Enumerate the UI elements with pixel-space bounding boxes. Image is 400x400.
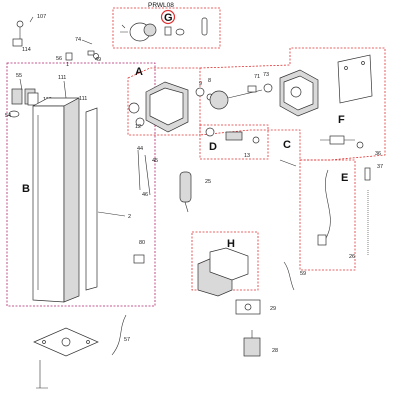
group-h-box bbox=[191, 231, 259, 291]
part-cabinet bbox=[32, 97, 80, 303]
group-g-label: G bbox=[164, 12, 173, 24]
part-switch bbox=[235, 299, 261, 315]
part-spring bbox=[364, 167, 371, 255]
callout-59: 59 bbox=[300, 271, 306, 277]
part-ground-cable bbox=[111, 314, 127, 356]
group-b-box bbox=[6, 62, 156, 307]
callout-36: 36 bbox=[375, 151, 381, 157]
group-f-label: F bbox=[338, 114, 345, 126]
group-d-box bbox=[199, 124, 269, 160]
part-base-plate bbox=[33, 327, 99, 389]
group-a-label: A bbox=[135, 66, 143, 78]
callout-12: 12 bbox=[135, 124, 141, 130]
part-control-box bbox=[197, 247, 249, 297]
callout-13: 13 bbox=[244, 153, 250, 159]
group-g-box bbox=[112, 7, 221, 49]
group-g-highlight bbox=[160, 9, 176, 25]
callout-55: 55 bbox=[16, 73, 22, 79]
part-door-panel bbox=[85, 107, 98, 291]
callout-45: 45 bbox=[152, 158, 158, 164]
callout-111-a: 111 bbox=[58, 75, 66, 81]
part-cable bbox=[283, 261, 295, 291]
callout-37: 37 bbox=[377, 164, 383, 170]
part-brackets bbox=[8, 88, 39, 118]
part-linkage bbox=[320, 135, 364, 149]
callout-71: 71 bbox=[254, 74, 260, 80]
part-cover-plate bbox=[337, 54, 373, 104]
part-pin bbox=[279, 159, 297, 167]
callout-26: 26 bbox=[349, 254, 355, 260]
callout-49: 49 bbox=[95, 57, 101, 63]
part-disc-cam bbox=[120, 17, 208, 42]
group-d-label: D bbox=[209, 141, 217, 153]
callout-111-b: 111 bbox=[79, 96, 87, 102]
callout-8: 8 bbox=[208, 78, 211, 84]
part-motor-housing bbox=[128, 81, 189, 133]
group-b-label: B bbox=[22, 183, 30, 195]
callout-54: 54 bbox=[5, 113, 11, 119]
part-bracket-80 bbox=[133, 254, 145, 264]
callout-44: 44 bbox=[137, 146, 143, 152]
callout-80: 80 bbox=[139, 240, 145, 246]
callout-2: 2 bbox=[128, 214, 131, 220]
part-spacer bbox=[65, 52, 73, 61]
part-clutch bbox=[205, 127, 260, 144]
part-brackets-mid bbox=[137, 149, 151, 196]
part-relay bbox=[243, 330, 261, 357]
callout-46: 46 bbox=[142, 192, 148, 198]
callout-73: 73 bbox=[263, 72, 269, 78]
callout-57: 57 bbox=[124, 337, 130, 343]
part-gear-shaft bbox=[195, 83, 273, 110]
group-e-box bbox=[299, 159, 356, 271]
callout-25: 25 bbox=[205, 179, 211, 185]
group-c-label: C bbox=[283, 139, 291, 151]
part-screw-set bbox=[81, 39, 99, 59]
part-harness bbox=[324, 169, 331, 241]
part-connector bbox=[317, 234, 327, 246]
callout-1: 1 bbox=[66, 62, 69, 68]
group-e-label: E bbox=[341, 172, 348, 184]
group-f-box bbox=[199, 47, 386, 161]
group-h-label: H bbox=[227, 238, 235, 250]
callout-114: 114 bbox=[22, 47, 31, 53]
callout-107: 107 bbox=[37, 14, 46, 20]
callout-29: 29 bbox=[270, 306, 276, 312]
part-encoder-box bbox=[279, 69, 319, 117]
callout-56: 56 bbox=[56, 56, 62, 62]
callout-9: 9 bbox=[199, 81, 202, 87]
callout-28: 28 bbox=[272, 348, 278, 354]
part-eye-bolt bbox=[12, 20, 24, 47]
callout-74: 74 bbox=[75, 37, 81, 43]
model-label: PRWL08 bbox=[148, 2, 174, 9]
part-capacitor bbox=[179, 171, 192, 213]
